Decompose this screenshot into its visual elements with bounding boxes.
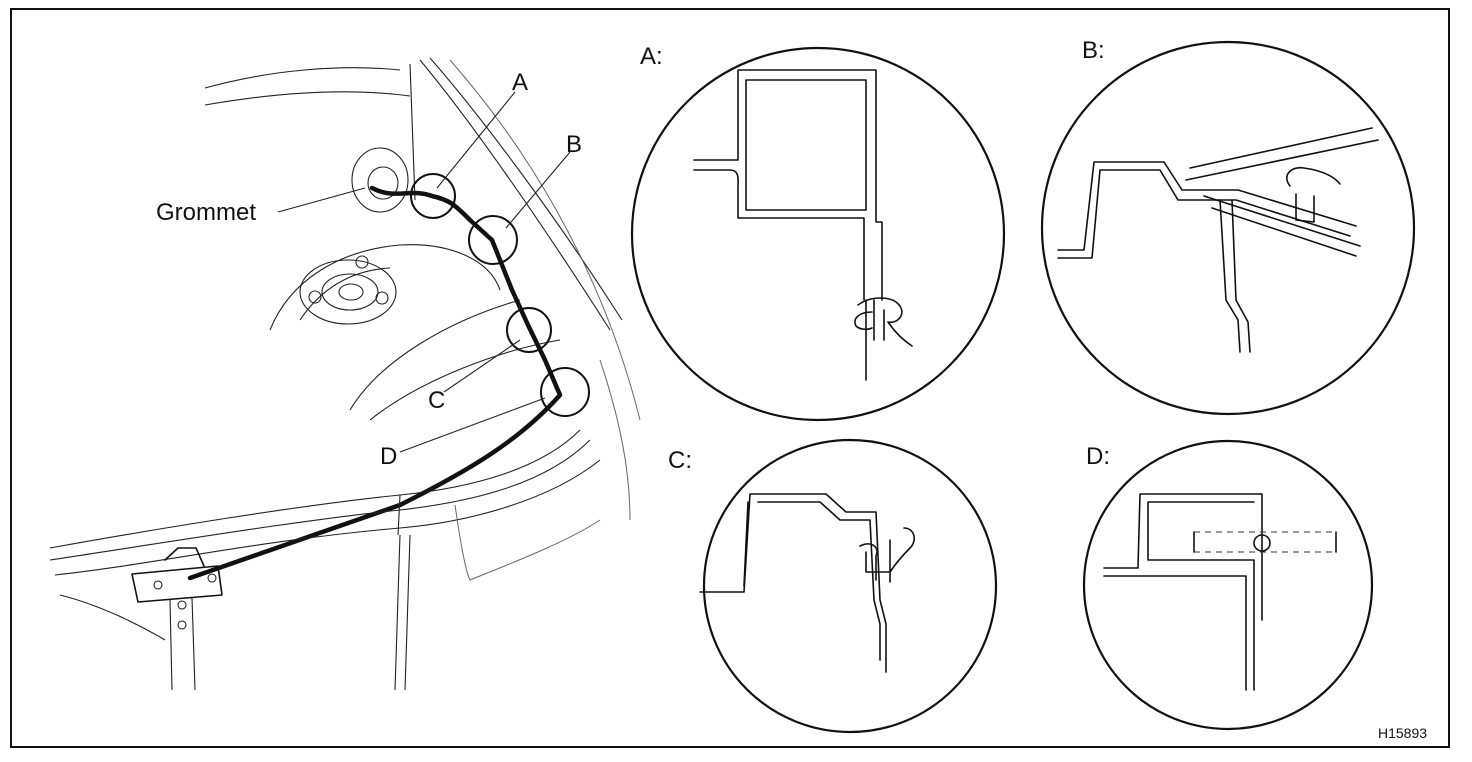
radiator-support-line <box>397 494 401 536</box>
detail-d-harness <box>1193 531 1337 553</box>
detail-d-panel <box>1103 493 1263 691</box>
fender-edge-line <box>429 57 623 321</box>
detail-a-panel <box>865 299 875 381</box>
grommet-label: Grommet <box>156 199 256 226</box>
detail-a-clip <box>857 297 913 347</box>
leader-line-b <box>505 151 571 229</box>
grommet <box>367 166 399 200</box>
detail-b: B: <box>1040 37 1416 416</box>
radiator-support-line <box>54 459 601 576</box>
hood-lock-bracket <box>131 547 223 691</box>
fender-edge-line <box>599 359 631 521</box>
leader-line-d <box>399 397 546 453</box>
radiator-support-line <box>404 534 411 691</box>
leader-line-a <box>436 91 516 189</box>
detail-a: A: <box>630 43 1006 422</box>
fender-edge-line <box>419 59 611 331</box>
callout-label-d: D <box>380 443 397 470</box>
detail-a-panel <box>693 169 865 301</box>
detail-b-label: B: <box>1082 37 1105 64</box>
fender-edge-line <box>449 59 641 421</box>
detail-b-clip <box>1286 166 1341 223</box>
grommet-leader-line <box>277 187 366 213</box>
body-panel-line <box>204 91 411 106</box>
leader-line-c <box>443 339 521 393</box>
grommet-boss <box>351 147 409 213</box>
detail-d-clip <box>1253 534 1271 552</box>
callout-label-b: B <box>566 131 582 158</box>
detail-c-panel <box>743 501 881 661</box>
strut-housing-line <box>299 267 391 321</box>
detail-a-circle <box>630 46 1006 422</box>
detail-b-circle <box>1040 40 1416 416</box>
callout-circle-a <box>410 173 456 219</box>
detail-a-clip <box>854 311 873 331</box>
detail-d-circle <box>1082 439 1374 731</box>
inner-panel-line <box>349 299 521 411</box>
callout-label-a: A <box>512 69 528 96</box>
detail-c-label: C: <box>668 447 692 474</box>
main-view: Grommet A B C D <box>49 57 641 691</box>
body-panel-line <box>409 63 416 201</box>
wire-harness <box>187 185 563 581</box>
detail-b-panel <box>1057 169 1351 259</box>
strut-mount <box>299 255 397 325</box>
callout-circle-c <box>506 307 552 353</box>
radiator-support-line <box>394 534 401 691</box>
detail-d-label: D: <box>1086 443 1110 470</box>
detail-b-panel <box>1219 199 1251 353</box>
detail-a-label: A: <box>640 43 663 70</box>
detail-c-circle <box>702 438 998 734</box>
body-panel-line <box>204 67 401 89</box>
detail-d-harness <box>1194 531 1336 553</box>
headlamp-outline <box>454 504 601 581</box>
detail-d: D: <box>1082 439 1374 731</box>
callout-label-c: C <box>428 387 445 414</box>
radiator-support-line <box>49 439 591 561</box>
radiator-support-line <box>59 594 166 641</box>
callout-circle-b <box>468 215 518 265</box>
detail-a-panel <box>745 79 867 211</box>
radiator-support-line <box>49 429 581 549</box>
detail-b-panel <box>1185 127 1379 181</box>
detail-b-panel <box>1057 161 1357 251</box>
figure-code: H15893 <box>1378 725 1427 741</box>
strut-housing-line <box>269 244 501 331</box>
detail-c: C: <box>668 438 998 734</box>
callout-circle-d <box>540 367 590 417</box>
detail-c-clip <box>859 527 916 581</box>
figure-frame <box>10 8 1450 748</box>
detail-a-panel <box>693 69 883 301</box>
detail-d-panel <box>1147 501 1255 691</box>
detail-b-panel <box>1203 195 1361 257</box>
